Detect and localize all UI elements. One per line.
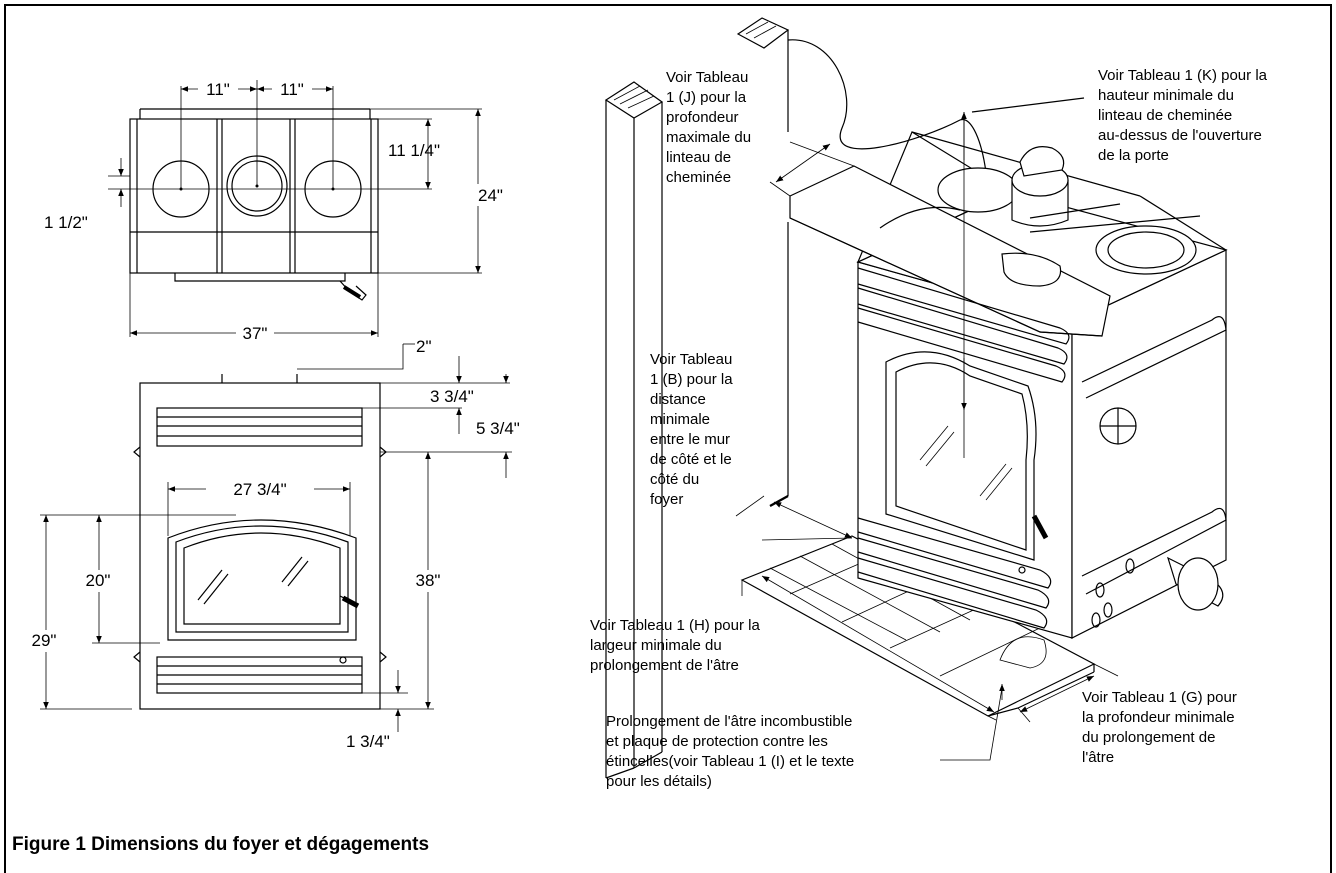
dim-front-3-3-4: 3 3/4": [430, 387, 474, 406]
label-J-line-6: cheminée: [666, 169, 731, 186]
label-K-line-4: au-dessus de l'ouverture: [1098, 127, 1262, 144]
dim-front-27-3-4: 27 3/4": [233, 480, 286, 499]
label-G-line-3: du prolongement de: [1082, 729, 1215, 746]
label-B-line-2: 1 (B) pour la: [650, 371, 733, 388]
label-B-line-6: de côté et le: [650, 451, 732, 468]
label-J-line-3: profondeur: [666, 109, 739, 126]
label-G-line-1: Voir Tableau 1 (G) pour: [1082, 689, 1237, 706]
label-I-line-3: étincelles(voir Tableau 1 (I) et le text…: [606, 753, 854, 770]
label-J: Voir Tableau 1 (J) pour la profondeur ma…: [666, 69, 751, 186]
dim-front-5-3-4: 5 3/4": [476, 419, 520, 438]
label-H-line-2: largeur minimale du: [590, 637, 722, 654]
label-I-line-4: pour les détails): [606, 773, 712, 790]
label-K-line-2: hauteur minimale du: [1098, 87, 1234, 104]
dim-front-29: 29": [32, 631, 57, 650]
label-K-line-1: Voir Tableau 1 (K) pour la: [1098, 67, 1268, 84]
label-B-line-8: foyer: [650, 491, 683, 508]
label-B-line-5: entre le mur: [650, 431, 730, 448]
dim-front-20: 20": [86, 571, 111, 590]
label-G-line-2: la profondeur minimale: [1082, 709, 1235, 726]
isometric-view: [604, 17, 1228, 779]
dim-top-11-1-4: 11 1/4": [388, 141, 440, 160]
dim-front-2: 2": [416, 337, 432, 356]
label-J-line-4: maximale du: [666, 129, 751, 146]
label-J-line-2: 1 (J) pour la: [666, 89, 747, 106]
dim-top-11-right: 11": [280, 80, 304, 99]
dim-top-11-left: 11": [206, 80, 230, 99]
label-B: Voir Tableau 1 (B) pour la distance mini…: [650, 351, 733, 508]
top-view: 11" 11" 11 1/4" 1 1/2" 24" 37": [44, 78, 503, 344]
label-B-line-7: côté du: [650, 471, 699, 488]
dim-top-24: 24": [478, 186, 503, 205]
label-J-line-5: linteau de: [666, 149, 731, 166]
figure-caption: Figure 1 Dimensions du foyer et dégageme…: [12, 834, 430, 855]
label-B-line-1: Voir Tableau: [650, 351, 732, 368]
label-I-line-2: et plaque de protection contre les: [606, 733, 828, 750]
figure-frame: [4, 4, 1332, 873]
dim-front-38: 38": [416, 571, 441, 590]
label-K: Voir Tableau 1 (K) pour la hauteur minim…: [1098, 67, 1268, 164]
label-H: Voir Tableau 1 (H) pour la largeur minim…: [590, 617, 760, 674]
label-B-line-4: minimale: [650, 411, 710, 428]
label-G: Voir Tableau 1 (G) pour la profondeur mi…: [1082, 689, 1237, 766]
label-H-line-3: prolongement de l'âtre: [590, 657, 739, 674]
dim-top-1-1-2: 1 1/2": [44, 213, 88, 232]
label-H-line-1: Voir Tableau 1 (H) pour la: [590, 617, 760, 634]
label-B-line-3: distance: [650, 391, 706, 408]
label-J-line-1: Voir Tableau: [666, 69, 748, 86]
label-K-line-3: linteau de cheminée: [1098, 107, 1232, 124]
label-I-line-1: Prolongement de l'âtre incombustible: [606, 713, 852, 730]
label-I: Prolongement de l'âtre incombustible et …: [606, 713, 854, 790]
label-G-line-4: l'âtre: [1082, 749, 1114, 766]
front-view: 2" 3 3/4" 5 3/4" 27 3/4" 20" 29": [24, 337, 520, 751]
dim-front-1-3-4: 1 3/4": [346, 732, 390, 751]
label-K-line-5: de la porte: [1098, 147, 1169, 164]
dim-top-37: 37": [243, 324, 268, 343]
